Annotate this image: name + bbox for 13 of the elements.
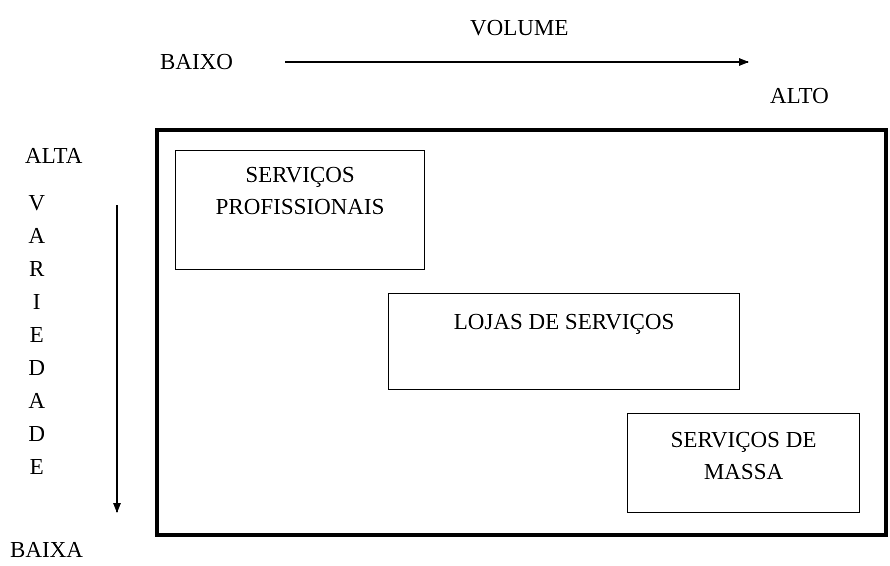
axis-label: ALTO	[770, 82, 829, 110]
axis-label: BAIXA	[10, 536, 83, 564]
category-text: SERVIÇOS PROFISSIONAIS	[216, 162, 384, 219]
category-box	[175, 150, 425, 270]
axis-label: BAIXO	[160, 48, 233, 76]
frame-box	[155, 128, 888, 537]
axis-label: VOLUME	[470, 14, 568, 42]
category-box	[627, 413, 860, 513]
axis-label: VARIEDADE	[28, 189, 46, 481]
axis-label: ALTA	[25, 142, 82, 170]
category-box	[388, 293, 740, 390]
category-text: LOJAS DE SERVIÇOS	[454, 309, 674, 334]
category-text: SERVIÇOS DE MASSA	[670, 427, 816, 484]
